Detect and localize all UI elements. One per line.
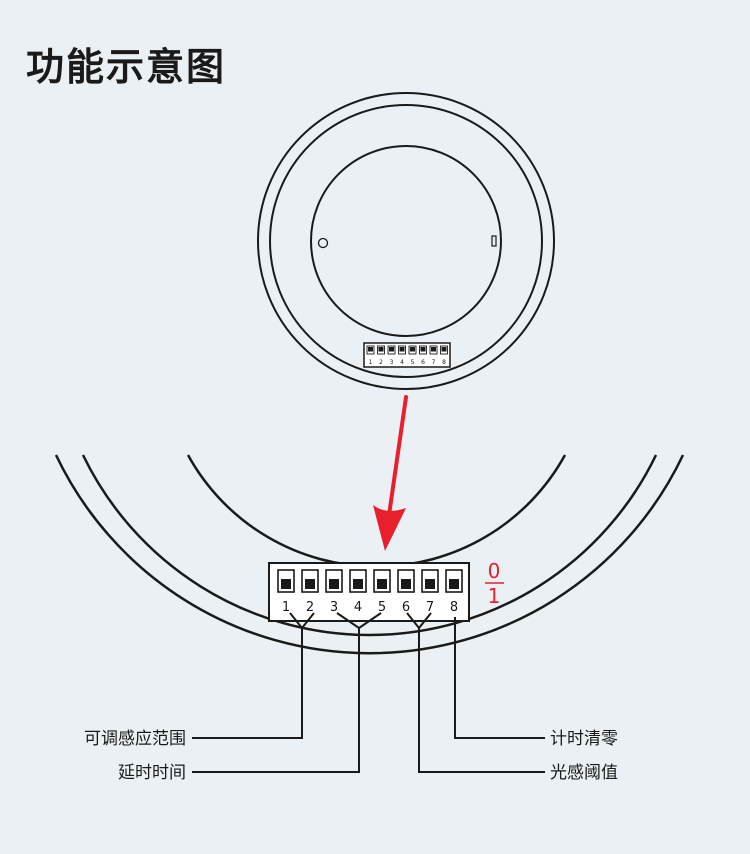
mini-dip-switch-8 [440, 345, 448, 355]
device-outer-ring [257, 92, 555, 390]
light-threshold-label: 光感阈值 [550, 763, 618, 783]
dip-switch-4 [349, 569, 367, 593]
dip-switch: 1 2 3 4 5 6 7 8 [268, 562, 470, 622]
sensor-device-overview [257, 92, 555, 390]
mini-dip-switch-7 [429, 345, 438, 355]
delay-time-label: 延时时间 [118, 763, 186, 783]
device-zoomed-arcs [54, 454, 685, 655]
dip-switch-5 [373, 569, 391, 593]
mini-dip-switch-number: 1 [369, 359, 373, 366]
mini-dip-switch-number: 7 [432, 359, 436, 366]
mini-dip-switch-number: 3 [390, 359, 394, 366]
switch-state-legend: 0 1 [485, 559, 504, 608]
indicator-light-icon [317, 237, 329, 249]
sensing-range-label: 可调感应范围 [84, 729, 186, 749]
dip-switch-number: 1 [282, 600, 290, 615]
mini-dip-switch-number: 4 [400, 359, 404, 366]
timer-reset-label: 计时清零 [550, 729, 618, 749]
zoom-arrow [373, 395, 408, 551]
mini-dip-switch-2 [377, 345, 385, 355]
mini-dip-switch-5 [408, 345, 417, 355]
dip-switch-number: 2 [306, 600, 314, 615]
sensor-slot-icon [491, 235, 497, 247]
mini-dip-switch-3 [387, 345, 396, 355]
dip-switch-7 [421, 569, 439, 593]
dip-switch-1 [277, 569, 295, 593]
mini-dip-switch-6 [419, 345, 427, 355]
dip-switch-number: 3 [330, 600, 338, 615]
mini-dip-switch-1 [366, 345, 375, 355]
state-off-label: 0 [488, 559, 501, 583]
mini-dip-switch-number: 2 [379, 359, 383, 366]
dip-switch-number: 6 [402, 600, 410, 615]
mini-dip-switch-number: 8 [442, 359, 446, 366]
state-on-label: 1 [488, 584, 501, 608]
device-inner-disc [310, 145, 502, 337]
dip-switch-number: 4 [354, 600, 362, 615]
mini-dip-switch-number: 5 [411, 359, 415, 366]
mini-dip-switch-4 [398, 345, 406, 355]
mini-dip-switch-number: 6 [421, 359, 425, 366]
dip-switch-number: 8 [450, 600, 458, 615]
dip-switch-2 [301, 569, 319, 593]
dip-switch-6 [397, 569, 415, 593]
dip-switch-3 [325, 569, 343, 593]
leader-lines [192, 612, 545, 773]
page-title: 功能示意图 [26, 45, 227, 89]
dip-switch-number: 5 [378, 600, 386, 615]
device-middle-ring [269, 104, 543, 378]
dip-switch-8 [445, 569, 463, 593]
dip-switch-number: 7 [426, 600, 434, 615]
